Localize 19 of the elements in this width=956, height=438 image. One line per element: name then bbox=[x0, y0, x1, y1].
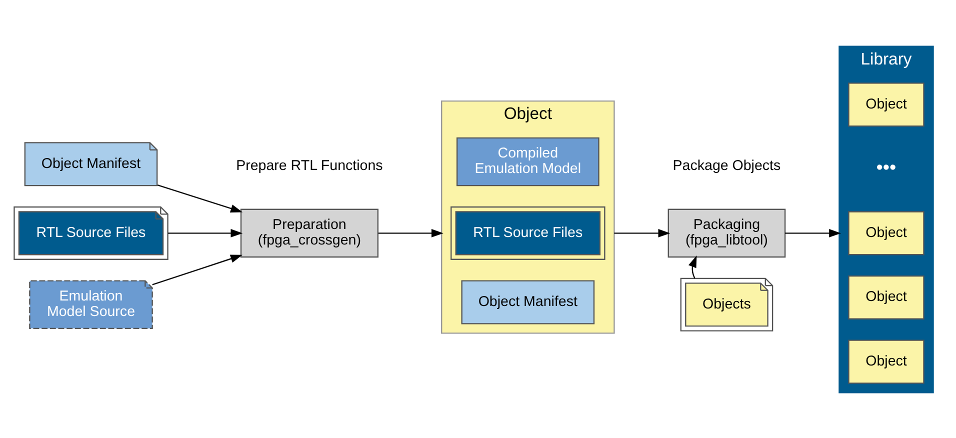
arrow bbox=[688, 255, 696, 278]
node-box: Packaging (fpga_libtool) bbox=[667, 208, 786, 258]
label: ••• bbox=[876, 156, 896, 178]
node-box: RTL Source Files bbox=[450, 206, 605, 260]
label: Package Objects bbox=[672, 158, 780, 174]
node-box: Object Manifest bbox=[460, 280, 594, 324]
node-box: Preparation (fpga_crossgen) bbox=[240, 208, 378, 258]
node-box: Object bbox=[848, 339, 924, 384]
arrow bbox=[378, 228, 443, 237]
arrow bbox=[614, 228, 670, 237]
arrow bbox=[156, 184, 242, 212]
arrow bbox=[152, 254, 242, 285]
label: Prepare RTL Functions bbox=[236, 158, 382, 174]
node-box: Compiled Emulation Model bbox=[456, 136, 599, 186]
node-box: Object bbox=[848, 210, 924, 255]
arrow bbox=[168, 228, 242, 237]
arrow bbox=[784, 228, 841, 237]
node-box: Object bbox=[848, 82, 924, 126]
node-box: Object bbox=[848, 274, 924, 319]
